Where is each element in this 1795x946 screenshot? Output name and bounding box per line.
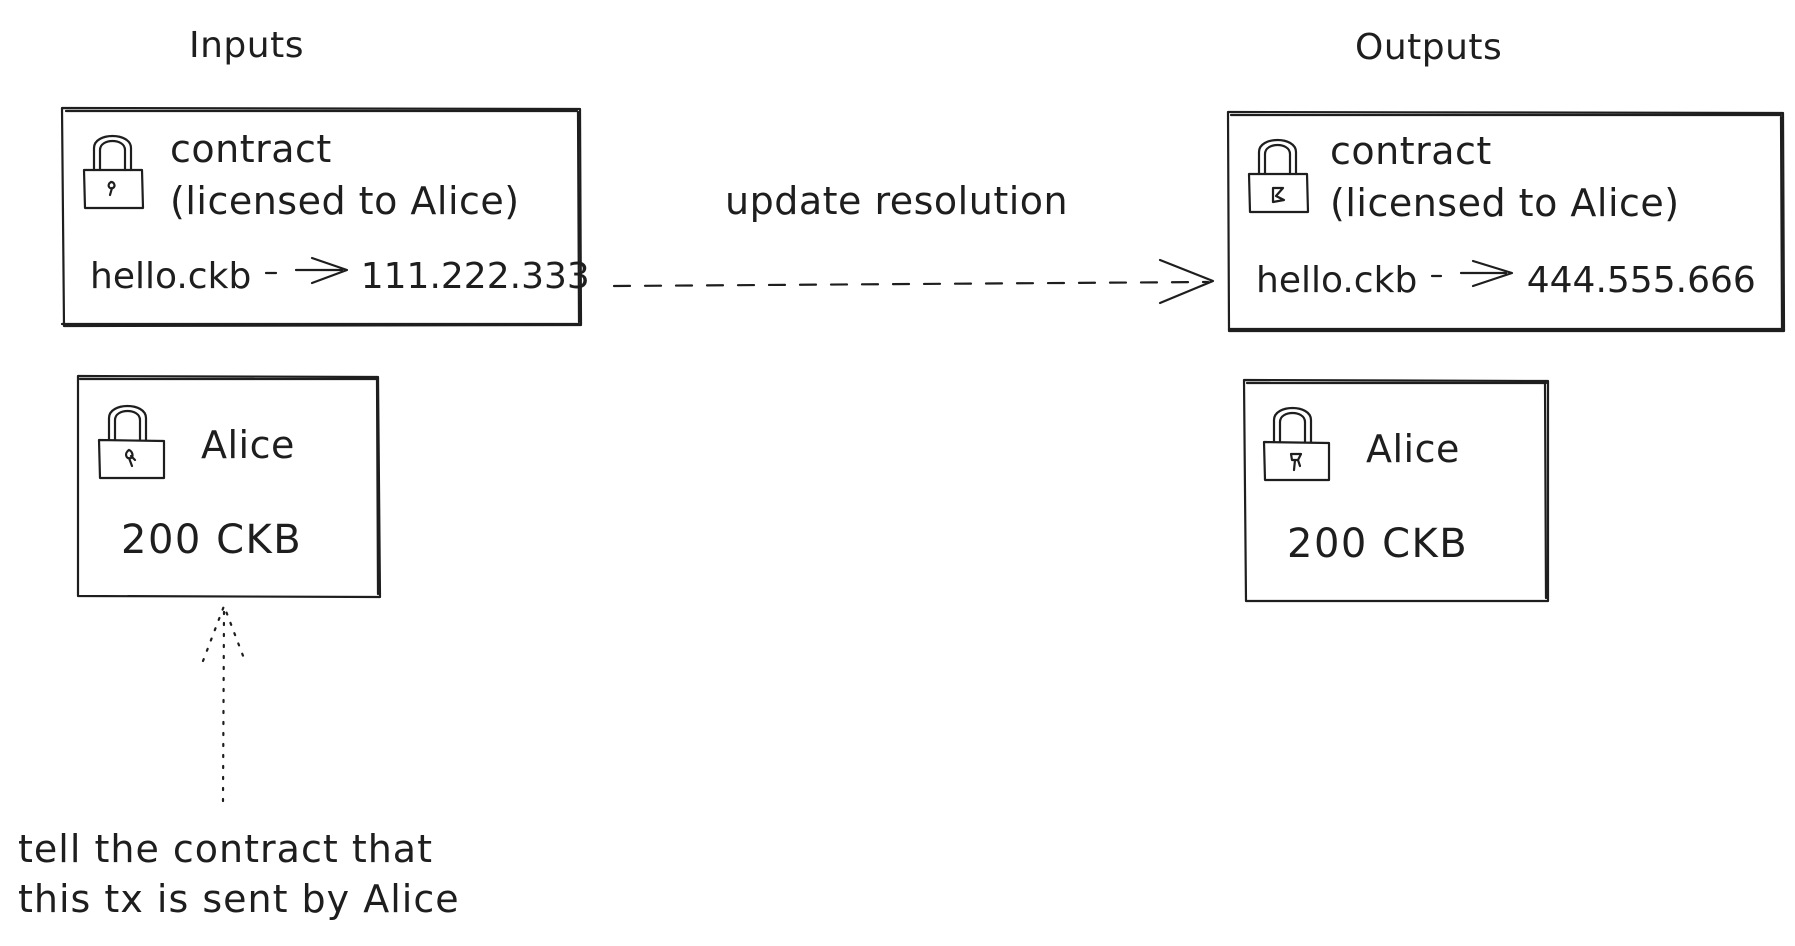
input-contract-mapping: hello.ckb – → 111.222.333	[90, 256, 590, 297]
input-contract-cell-box	[60, 106, 583, 328]
padlock-icon	[97, 405, 166, 480]
output-contract-title: contract	[1330, 129, 1492, 173]
output-alice-cell-box	[1242, 378, 1550, 603]
mapping-arrow-input	[264, 256, 349, 285]
input-contract-title: contract	[170, 127, 332, 171]
output-contract-cell-box	[1226, 110, 1786, 333]
padlock-icon	[1262, 407, 1331, 482]
input-contract-subtitle: (licensed to Alice)	[170, 179, 520, 223]
output-contract-mapping: hello.ckb – → 444.555.666	[1256, 260, 1756, 301]
padlock-icon	[1247, 139, 1310, 214]
annotation-line-1: tell the contract that	[18, 827, 433, 871]
output-alice-amount: 200 CKB	[1287, 521, 1469, 567]
update-resolution-arrow	[612, 258, 1215, 305]
inputs-heading: Inputs	[189, 25, 304, 66]
outputs-heading: Outputs	[1355, 27, 1503, 68]
padlock-icon	[82, 135, 145, 210]
output-contract-subtitle: (licensed to Alice)	[1330, 181, 1680, 225]
input-alice-cell-box	[76, 374, 382, 599]
transition-label: update resolution	[725, 179, 1069, 223]
input-alice-amount: 200 CKB	[121, 517, 303, 563]
annotation-line-2: this tx is sent by Alice	[18, 877, 460, 921]
input-alice-owner: Alice	[201, 423, 295, 467]
mapping-arrow-output	[1430, 259, 1514, 288]
annotation-arrow	[201, 604, 247, 803]
output-alice-owner: Alice	[1366, 427, 1460, 471]
